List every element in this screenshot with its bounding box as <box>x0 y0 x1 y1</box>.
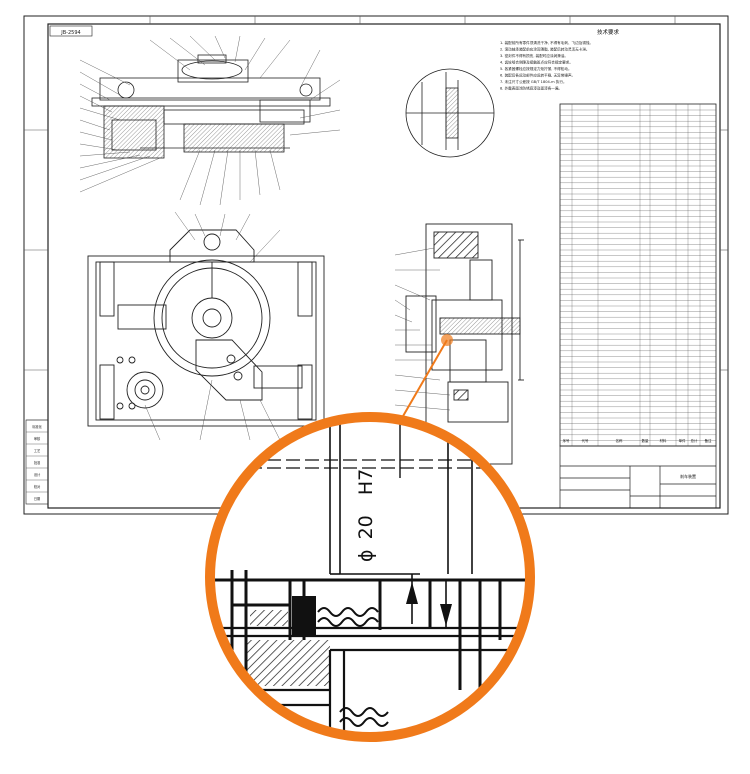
technical-requirements: 技术要求 1. 装配前所有零件须清洗干净, 不得有毛刺、飞边及锈蚀。 2. 滚动轴… <box>500 28 619 91</box>
tech-requirement-line: 8. 外露表面涂防锈底漆及面漆各一遍。 <box>500 86 562 91</box>
title-block-name: 刹车装置 <box>680 473 696 479</box>
bom-header-cell: 数量 <box>642 438 649 443</box>
section-view-leaders <box>394 247 451 411</box>
bom-header-cell: 备注 <box>705 438 712 443</box>
tech-requirement-line: 4. 齿轮啮合侧隙及接触斑点应符合规定要求。 <box>500 60 573 65</box>
tech-requirements-title: 技术要求 <box>597 28 620 36</box>
bom-table: 序号 代号 名称 数量 材料 单件总计 备注 <box>559 103 717 447</box>
side-stamp-label: 批准 <box>34 460 41 465</box>
zoom-dim-fit: H7 <box>355 469 377 495</box>
tech-requirement-line: 1. 装配前所有零件须清洗干净, 不得有毛刺、飞边及锈蚀。 <box>500 40 593 45</box>
front-view-leaders <box>144 211 281 441</box>
bom-header-cell: 单件 <box>679 438 686 443</box>
bom-header-cell: 总计 <box>691 438 698 443</box>
side-stamp-label: 审核 <box>34 436 41 441</box>
side-stamp-label: 日期 <box>34 496 40 501</box>
bom-header-cell: 名称 <box>616 438 623 443</box>
side-stamp-label: 工艺 <box>34 448 40 453</box>
top-view-leaders <box>79 35 341 206</box>
tech-requirement-line: 5. 各紧固螺栓应按规定力矩拧紧, 不得松动。 <box>500 66 572 71</box>
detail-view-circle <box>405 68 495 158</box>
tech-requirement-line: 7. 未注尺寸公差按 GB/T 1804-m 执行。 <box>500 79 567 84</box>
side-stamp-label: 设计 <box>34 472 41 477</box>
zoom-dimension-label: ϕ 20 H7 <box>355 469 377 562</box>
zoom-dim-value: 20 <box>355 515 377 539</box>
tech-requirement-line: 2. 滚动轴承装配前应涂润滑脂, 装配后转动灵活无卡滞。 <box>500 47 590 52</box>
tech-requirement-line: 6. 装配后各运动部件应运转平稳, 无异常噪声。 <box>500 73 575 78</box>
side-stamp-label: 标准化 <box>32 424 42 429</box>
drawing-code: JB-2594 <box>60 30 80 36</box>
front-view-assembly <box>87 229 325 427</box>
title-block <box>559 445 717 509</box>
drawing-code-box: JB-2594 <box>49 25 93 37</box>
section-view-assembly <box>405 223 524 465</box>
side-stamp-label: 校对 <box>34 484 41 489</box>
tech-requirement-line: 3. 密封件不得有损伤, 装配时应涂润滑油。 <box>500 53 568 58</box>
bom-header-cell: 代号 <box>582 438 589 443</box>
bom-header-cell: 序号 <box>563 438 570 443</box>
zoom-dim-phi: ϕ <box>355 549 377 562</box>
zoom-leader-line <box>394 339 448 431</box>
bom-header-cell: 材料 <box>660 438 667 443</box>
